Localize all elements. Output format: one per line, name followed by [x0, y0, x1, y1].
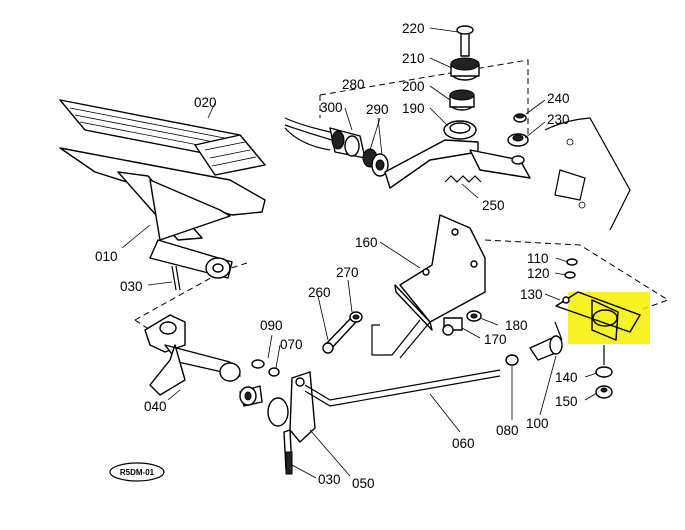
part-labels: 220 210 200 190 280 300 290 240 230 250 …	[95, 21, 578, 491]
label-230: 230	[547, 112, 570, 127]
label-130: 130	[520, 287, 543, 302]
label-100: 100	[526, 416, 549, 431]
highlight-box	[568, 292, 650, 344]
highlighted-part-130	[555, 291, 650, 344]
label-170: 170	[484, 332, 507, 347]
label-190: 190	[402, 101, 425, 116]
label-290: 290	[366, 102, 389, 117]
label-050: 050	[352, 476, 375, 491]
bracket-160	[371, 214, 486, 359]
label-260: 260	[308, 285, 331, 300]
leader-lines	[121, 27, 598, 479]
label-090: 090	[260, 318, 283, 333]
fasteners-mid	[322, 310, 482, 354]
label-070: 070	[280, 337, 303, 352]
label-220: 220	[402, 21, 425, 36]
label-150: 150	[555, 394, 578, 409]
label-030-lower: 030	[318, 472, 341, 487]
rod-and-lever	[267, 321, 563, 471]
label-180: 180	[505, 318, 528, 333]
mount-stack	[384, 25, 480, 189]
drawing-code-badge: R5DM-01	[109, 462, 165, 482]
pedal-assembly	[59, 99, 266, 291]
label-160: 160	[355, 235, 378, 250]
label-120: 120	[527, 266, 550, 281]
lower-arm-040	[144, 314, 280, 407]
label-200: 200	[402, 79, 425, 94]
drawing-code: R5DM-01	[120, 468, 155, 477]
label-020: 020	[194, 95, 217, 110]
cable-assembly	[284, 117, 389, 177]
label-110: 110	[527, 251, 549, 266]
label-300: 300	[320, 100, 343, 115]
label-040: 040	[144, 399, 167, 414]
label-280: 280	[342, 77, 365, 92]
label-270: 270	[336, 265, 359, 280]
label-210: 210	[402, 51, 425, 66]
label-010: 010	[95, 249, 118, 264]
label-060: 060	[452, 436, 475, 451]
spring-linkage	[444, 113, 631, 231]
stud-030-lower	[285, 451, 293, 475]
small-fasteners-right	[564, 258, 613, 399]
label-250: 250	[482, 198, 505, 213]
label-030-upper: 030	[120, 279, 143, 294]
label-080: 080	[496, 423, 519, 438]
label-140: 140	[555, 370, 578, 385]
label-240: 240	[547, 91, 570, 106]
